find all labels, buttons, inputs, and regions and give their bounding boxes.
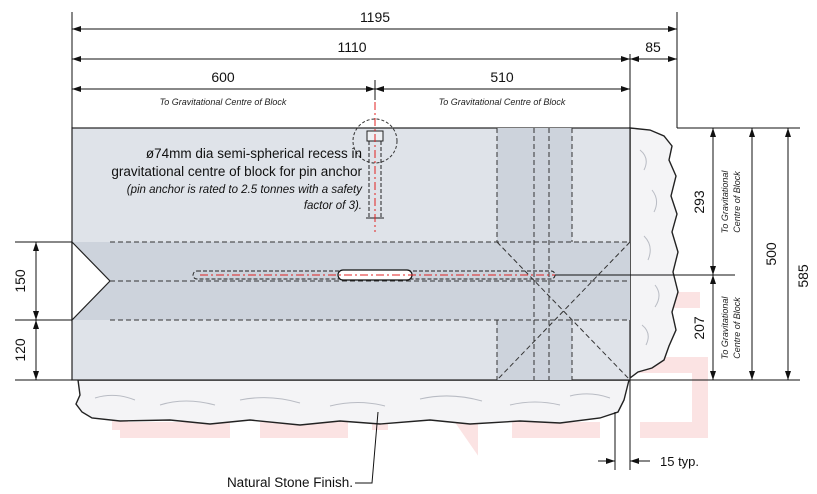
dimension-lines-offset	[598, 380, 650, 470]
stone-right	[629, 127, 679, 380]
dim-to-centre-left: 600	[211, 69, 235, 85]
finish-label: Natural Stone Finish.	[227, 475, 353, 490]
callout-line-4: factor of 3).	[304, 200, 362, 212]
callout-line-3: (pin anchor is rated to 2.5 tonnes with …	[127, 184, 363, 196]
dim-overall-height: 585	[795, 264, 811, 288]
dim-lower-to-centre: 207	[691, 316, 707, 340]
dim-upper-to-centre: 293	[691, 190, 707, 214]
dim-nib-length: 85	[645, 39, 661, 55]
note-upper-centre-line1: To Gravitational	[720, 170, 730, 234]
dim-base-height: 120	[12, 338, 28, 362]
dim-groove-height: 150	[12, 269, 28, 293]
note-to-centre-right: To Gravitational Centre of Block	[439, 97, 566, 107]
dim-overall-length: 1195	[360, 9, 390, 25]
note-upper-centre-line2: Centre of Block	[732, 171, 742, 233]
callout-line-1: ø74mm dia semi-spherical recess in	[146, 146, 362, 161]
dimension-lines-top	[71, 12, 678, 128]
dim-stone-offset: 15 typ.	[660, 454, 699, 469]
note-lower-centre-line2: Centre of Block	[732, 297, 742, 359]
note-lower-centre-line1: To Gravitational	[720, 296, 730, 360]
stone-bottom-texture	[94, 393, 611, 407]
dim-block-height: 500	[763, 242, 779, 266]
dim-body-length: 1110	[337, 39, 366, 55]
finish-leader	[355, 411, 379, 484]
dimension-lines-left	[15, 241, 72, 381]
dimension-lines-right	[555, 127, 800, 381]
callout-line-2: gravitational centre of block for pin an…	[111, 164, 362, 179]
dim-to-centre-right: 510	[490, 69, 514, 85]
note-to-centre-left: To Gravitational Centre of Block	[160, 97, 287, 107]
stone-right-texture	[639, 149, 660, 346]
hidden-lines	[110, 128, 631, 381]
groove-notch	[71, 240, 111, 322]
